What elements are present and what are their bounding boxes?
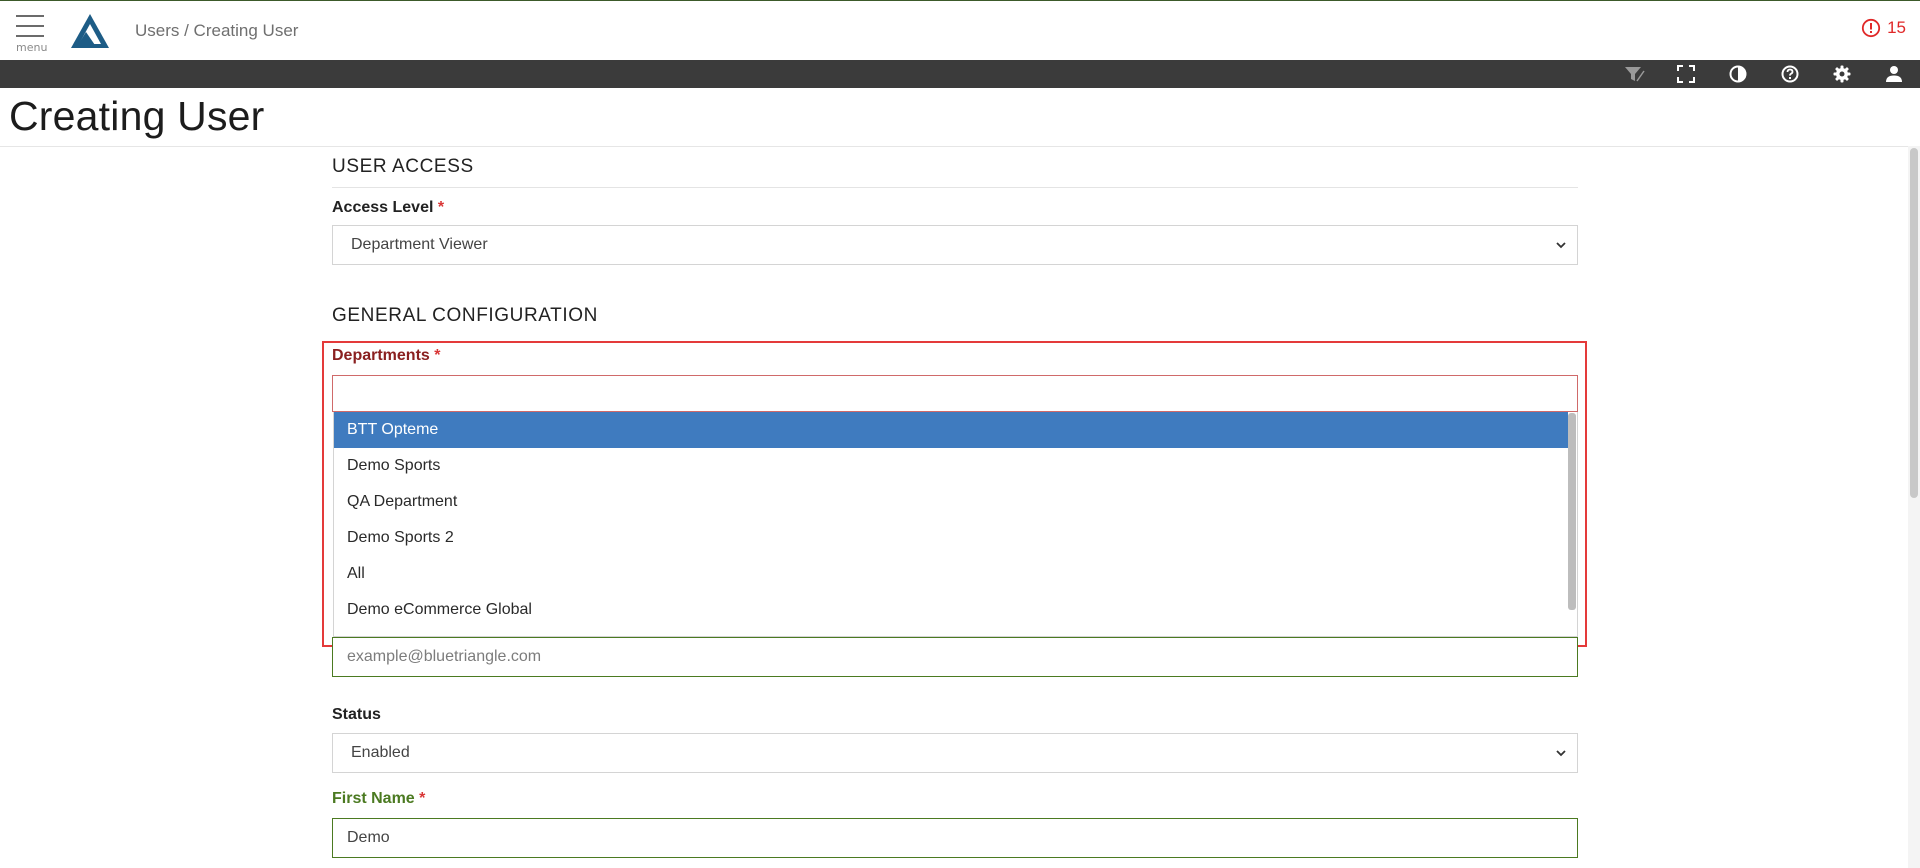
section-title-general-configuration: GENERAL CONFIGURATION <box>332 305 598 326</box>
fullscreen-icon[interactable] <box>1674 63 1698 85</box>
contrast-icon[interactable] <box>1726 63 1750 85</box>
page-scrollbar[interactable] <box>1908 146 1920 868</box>
access-level-select[interactable]: Department Viewer <box>332 225 1578 265</box>
dropdown-option[interactable]: All <box>347 565 365 582</box>
title-divider <box>0 146 1908 147</box>
section-divider <box>332 187 1578 188</box>
breadcrumb[interactable]: Users / Creating User <box>135 21 299 40</box>
first-name-label: First Name * <box>332 790 426 807</box>
email-field[interactable]: example@bluetriangle.com <box>332 637 1578 677</box>
dropdown-option[interactable]: BTT Opteme <box>334 412 1568 448</box>
page-title: Creating User <box>9 93 265 139</box>
dropdown-scrollbar-thumb[interactable] <box>1568 413 1576 610</box>
hamburger-icon <box>16 15 44 45</box>
logo[interactable] <box>70 13 110 49</box>
help-icon[interactable] <box>1778 63 1802 85</box>
alert-count: 15 <box>1887 18 1906 37</box>
chevron-down-icon <box>1556 750 1566 757</box>
departments-dropdown-list[interactable]: BTT Opteme Demo Sports QA Department Dem… <box>333 412 1578 637</box>
dropdown-option[interactable]: Demo Sports 2 <box>347 529 454 546</box>
status-select[interactable]: Enabled <box>332 733 1578 773</box>
dropdown-option[interactable]: Demo Sports <box>347 457 441 474</box>
status-label: Status <box>332 706 381 723</box>
chevron-down-icon <box>1556 242 1566 249</box>
user-icon[interactable] <box>1882 63 1906 85</box>
filter-off-icon[interactable] <box>1622 63 1646 85</box>
required-mark: * <box>434 347 441 364</box>
toolbar <box>0 60 1920 88</box>
section-title-user-access: USER ACCESS <box>332 156 474 177</box>
dropdown-option[interactable]: QA Department <box>347 493 458 510</box>
settings-icon[interactable] <box>1830 63 1854 85</box>
menu-label: menu <box>16 41 48 54</box>
menu-button[interactable]: menu <box>10 11 50 55</box>
required-mark: * <box>437 199 445 216</box>
departments-label: Departments * <box>332 347 441 364</box>
first-name-field[interactable]: Demo <box>332 818 1578 858</box>
alert-circle-icon <box>1861 18 1881 38</box>
alert-indicator[interactable]: 15 <box>1861 18 1906 38</box>
access-level-value: Department Viewer <box>351 236 488 253</box>
access-level-label: Access Level * <box>332 199 445 216</box>
dropdown-option[interactable]: Demo eCommerce Global <box>347 601 532 618</box>
status-value: Enabled <box>351 744 410 761</box>
page-scrollbar-thumb[interactable] <box>1910 148 1918 498</box>
top-bar: menu Users / Creating User 15 <box>0 0 1920 60</box>
required-mark: * <box>419 790 426 807</box>
departments-search-input[interactable] <box>332 375 1578 412</box>
